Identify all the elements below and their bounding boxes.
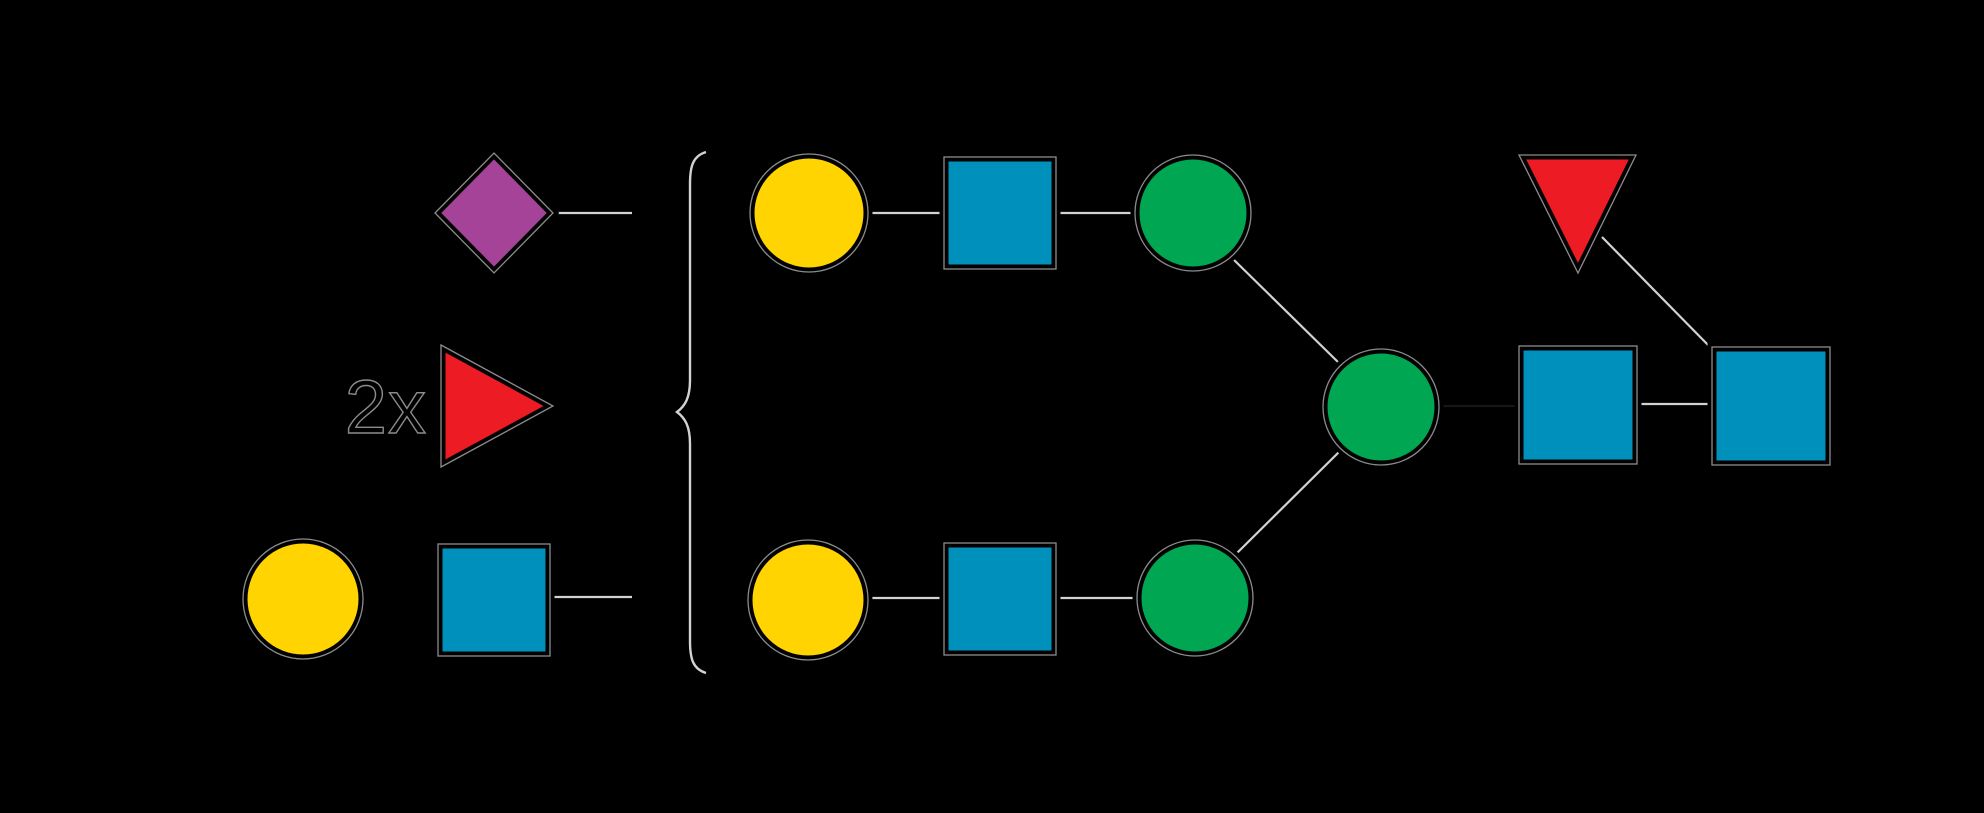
galactose-circle-top-icon — [745, 149, 873, 277]
edge-core-man-bottom-man — [1236, 451, 1340, 554]
glcnac-square-left-icon — [433, 539, 555, 661]
mannose-circle-core-icon — [1318, 344, 1444, 470]
edge-top-man-core-man — [1231, 257, 1340, 364]
fucose-triangle-core-icon — [1511, 150, 1644, 284]
glcnac-square-core-icon — [1514, 341, 1642, 469]
multiplier-label: 2x — [345, 365, 427, 450]
glcnac-square-top-icon — [939, 152, 1061, 274]
mannose-circle-top-icon — [1130, 150, 1256, 276]
edge-fucose-reducing-link — [1601, 236, 1713, 350]
neu5ac-diamond-icon — [428, 146, 560, 280]
fucose-triangle-left-icon — [436, 337, 563, 475]
glcnac-square-reducing-icon — [1707, 342, 1835, 470]
galactose-circle-bottom-icon — [743, 535, 873, 665]
glcnac-square-bottom-icon — [939, 538, 1061, 660]
mannose-circle-bottom-icon — [1132, 535, 1258, 661]
brace-icon — [675, 150, 707, 675]
galactose-circle-left-icon — [238, 534, 368, 664]
